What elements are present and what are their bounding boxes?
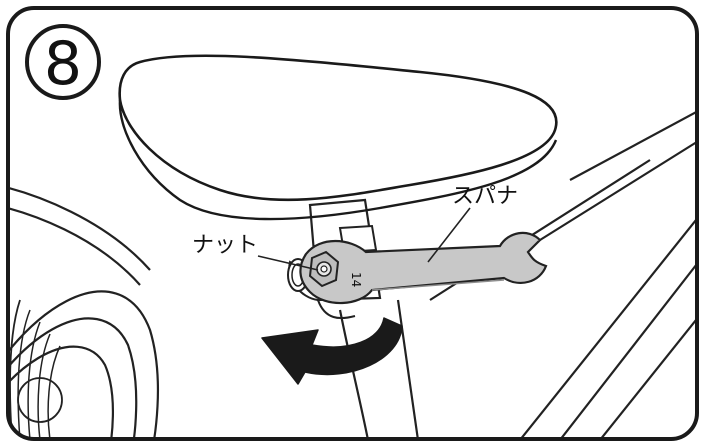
wrench-size-label: 14 (349, 272, 363, 287)
curved-arrow-icon (262, 318, 402, 384)
wheel (0, 180, 158, 447)
nut-label: ナット (192, 233, 258, 258)
step-number: 8 (44, 29, 82, 99)
step-badge: 8 (27, 26, 99, 99)
spanner-label: スパナ (452, 184, 518, 209)
spanner: 14 (300, 233, 546, 303)
